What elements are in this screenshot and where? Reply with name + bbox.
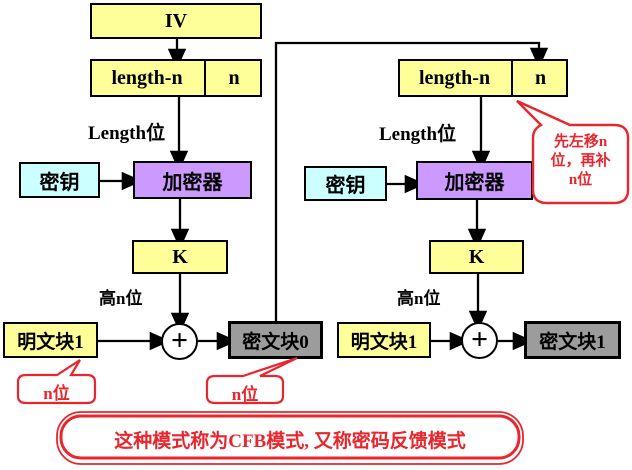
- high-n-bits-label-right: 高n位: [397, 289, 441, 308]
- n-bits-callout-left: [16, 359, 97, 405]
- encryptor-box-left: 加密器: [133, 161, 252, 199]
- shift-note-text: 先左移n 位，再补 n位: [550, 134, 611, 189]
- bottom-note-outline-inner: [59, 414, 521, 460]
- key-box-left: 密钥: [19, 162, 100, 198]
- length-bits-label-right: Length位: [379, 124, 457, 145]
- register-low-cell-right: n: [511, 61, 568, 95]
- length-bits-label-left: Length位: [88, 123, 166, 144]
- shift-note-bubble: [516, 99, 630, 205]
- plaintext-block-left: 明文块1: [3, 322, 98, 358]
- plaintext-block-right: 明文块1: [337, 322, 431, 358]
- bottom-note-text: 这种模式称为CFB模式, 又称密码反馈模式: [114, 431, 466, 452]
- n-bits-callout-right: [205, 356, 298, 405]
- plus-icon: +: [470, 322, 489, 356]
- register-low-cell-left: n: [204, 61, 262, 95]
- high-n-bits-label-left: 高n位: [99, 289, 143, 308]
- feedback-line-cipher0-to-register-right: [274, 41, 549, 321]
- key-box-right: 密钥: [304, 166, 387, 201]
- n-bits-text-left: n位: [43, 384, 70, 403]
- iv-box: IV: [90, 3, 262, 39]
- register-high-cell-right: length-n: [418, 66, 491, 89]
- register-high-cell-left: length-n: [111, 66, 183, 89]
- bottom-note-outline-outer: [56, 411, 524, 465]
- n-bits-text-right: n位: [231, 385, 259, 404]
- ciphertext-block-1: 密文块1: [524, 321, 621, 359]
